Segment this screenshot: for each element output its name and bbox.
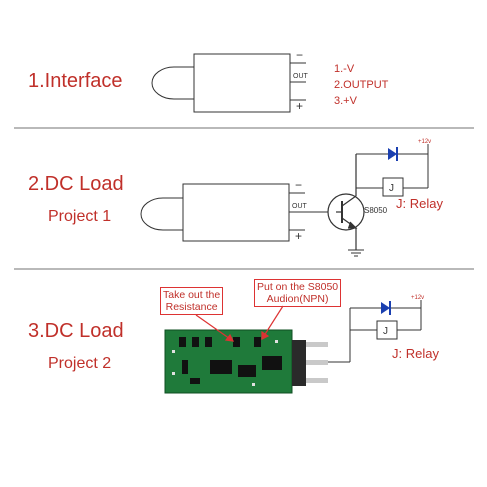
sensor-interface-1 — [151, 53, 306, 113]
callout-arrows — [195, 305, 284, 342]
plus-sign-1: + — [296, 99, 303, 113]
section3-title: 3.DC Load — [28, 320, 124, 342]
minus-sign-2: − — [295, 178, 302, 192]
section3-relay-label: J: Relay — [392, 346, 439, 361]
section2-title: 2.DC Load — [28, 173, 124, 195]
callout-take-out-resistance: Take out the Resistance — [160, 287, 224, 315]
pcb-module — [164, 329, 328, 394]
pin-list-item-1: 1.-V — [334, 63, 355, 75]
callout-left-line-2: Resistance — [165, 301, 218, 313]
callout-right-line-1: Put on the S8050 — [257, 281, 339, 293]
out-label-2: OUT — [292, 203, 308, 210]
section3-subtitle: Project 2 — [48, 355, 112, 372]
transistor-label: S8050 — [364, 206, 388, 215]
relay-box-label-2: J — [389, 183, 394, 194]
callout-put-on-s8050: Put on the S8050 Audion(NPN) — [254, 279, 342, 307]
out-label-1: OUT — [293, 73, 309, 80]
pin-list-item-3: 3.+V — [334, 95, 357, 107]
section1-title: 1.Interface — [28, 70, 123, 92]
sensor-lens-1 — [151, 66, 194, 100]
transistor-s8050 — [327, 154, 365, 250]
supply-label-3: +12v — [411, 295, 424, 301]
sensor-lens-2 — [140, 197, 183, 231]
separator-2 — [14, 268, 474, 270]
callout-left-line-1: Take out the — [163, 289, 221, 301]
diode-2 — [388, 147, 398, 161]
relay-coil-2 — [382, 177, 404, 197]
pin-list-item-2: 2.OUTPUT — [334, 79, 389, 91]
relay-circuit-3 — [328, 300, 422, 363]
minus-sign-1: − — [296, 48, 303, 62]
sensor-body-1 — [193, 53, 291, 113]
diode-3 — [381, 301, 391, 315]
sensor-interface-2 — [140, 183, 336, 242]
supply-label-2: +12v — [418, 139, 431, 145]
section2-subtitle: Project 1 — [48, 208, 112, 225]
section2-relay-label: J: Relay — [396, 196, 443, 211]
sensor-body-2 — [182, 183, 290, 242]
callout-right-line-2: Audion(NPN) — [266, 293, 329, 305]
plus-sign-2: + — [295, 229, 302, 243]
ground-symbol-2 — [348, 249, 364, 257]
relay-box-label-3: J — [383, 326, 388, 337]
separator-1 — [14, 127, 474, 129]
